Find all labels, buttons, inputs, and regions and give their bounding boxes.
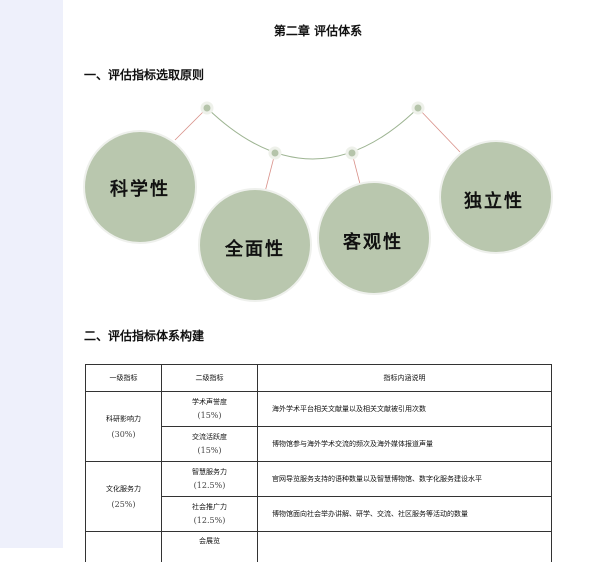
node-dot [347,148,357,158]
secondary-name: 社会推广力 [162,500,257,514]
principle-label: 独立性 [434,187,554,213]
secondary-name: 学术声誉度 [162,395,257,409]
secondary-weight: (15%) [162,409,257,423]
primary-indicator: 科研影响力 (30%) [86,392,162,462]
primary-name: 文化服务力 [86,484,161,494]
indicator-description [258,532,552,562]
secondary-weight: (12.5%) [162,514,257,528]
principles-diagram [0,0,600,320]
secondary-name: 交流活跃度 [162,430,257,444]
indicator-description: 博物馆参与海外学术交流的频次及海外媒体报道声量 [258,427,552,462]
section-heading-system: 二、评估指标体系构建 [84,327,204,344]
secondary-name: 会展览 [162,532,258,562]
indicator-description: 海外学术平台相关文献量以及相关文献被引用次数 [258,392,552,427]
node-dot [202,103,212,113]
connecting-arc [207,108,418,159]
table-row: 科研影响力(30%) 学术声誉度(15%) 海外学术平台相关文献量以及相关文献被… [86,392,552,427]
indicator-description: 博物馆面向社会举办讲解、研学、交流、社区服务等活动的数量 [258,497,552,532]
secondary-weight: (15%) [162,444,257,458]
node-dot [270,148,280,158]
principle-label: 客观性 [313,228,433,254]
indicator-table: 一级指标 二级指标 指标内涵说明 科研影响力(30%) 学术声誉度(15%) 海… [85,364,552,562]
secondary-indicator: 社会推广力(12.5%) [162,497,258,532]
table-header-row: 一级指标 二级指标 指标内涵说明 [86,365,552,392]
primary-name: 科研影响力 [86,414,161,424]
primary-indicator: 文化服务力 (25%) [86,462,162,532]
header-cell: 指标内涵说明 [258,365,552,392]
primary-indicator [86,532,162,562]
header-cell: 二级指标 [162,365,258,392]
connector-line [418,108,460,152]
secondary-indicator: 交流活跃度(15%) [162,427,258,462]
primary-weight: (25%) [86,500,161,509]
secondary-name: 智慧服务力 [162,465,257,479]
secondary-indicator: 智慧服务力(12.5%) [162,462,258,497]
connector-line [175,108,207,140]
principle-label: 科学性 [80,175,200,201]
indicator-description: 官网导览服务支持的语种数量以及智慧博物馆、数字化服务建设水平 [258,462,552,497]
table-row: 文化服务力(25%) 智慧服务力(12.5%) 官网导览服务支持的语种数量以及智… [86,462,552,497]
table-row: 会展览 [86,532,552,562]
principle-label: 全面性 [195,235,315,261]
header-cell: 一级指标 [86,365,162,392]
secondary-weight: (12.5%) [162,479,257,493]
node-dot [413,103,423,113]
primary-weight: (30%) [86,430,161,439]
secondary-indicator: 学术声誉度(15%) [162,392,258,427]
